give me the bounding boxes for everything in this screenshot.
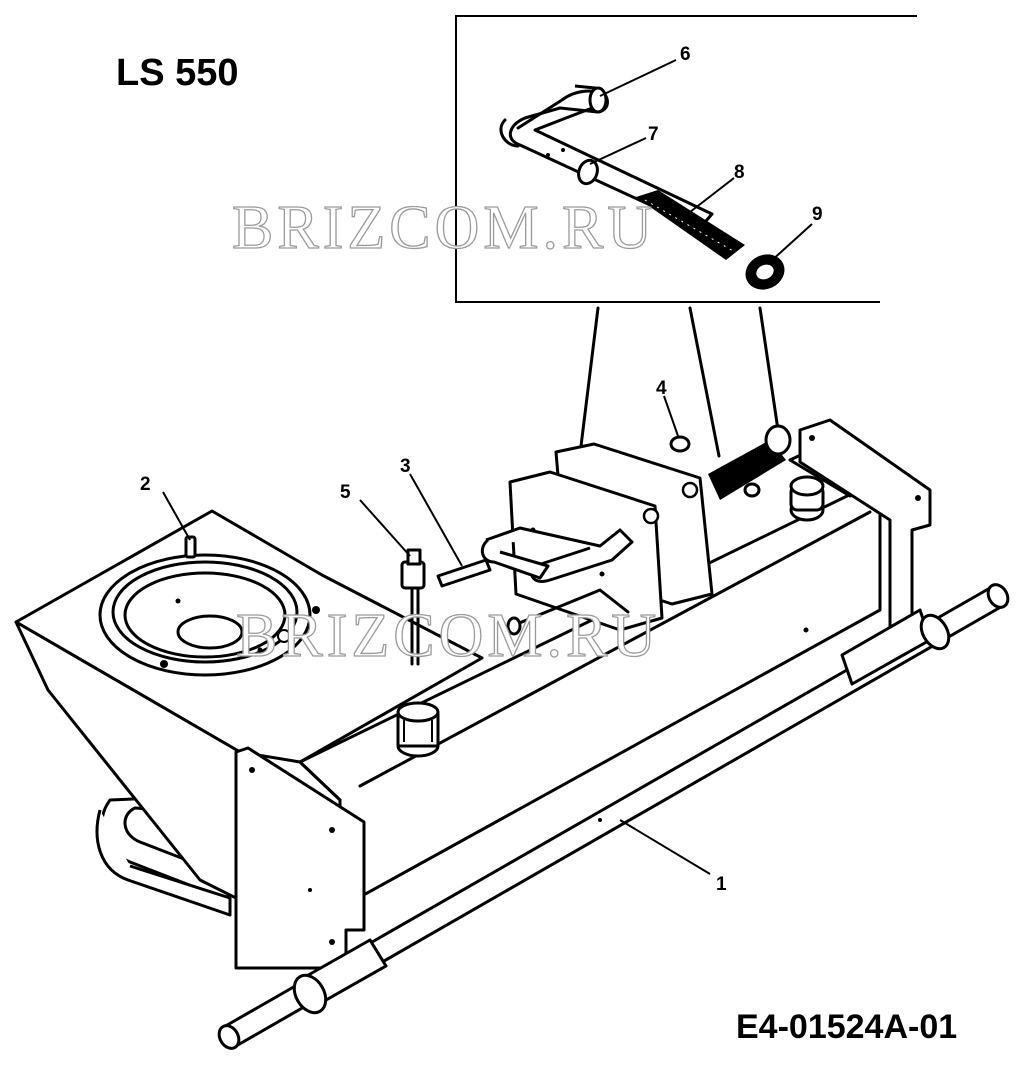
- watermark-middle: BRIZCOM.RU: [236, 602, 660, 670]
- callout-2: 2: [140, 474, 151, 495]
- threaded-spring: [636, 190, 745, 260]
- reference-code: E4-01524A-01: [736, 1008, 958, 1046]
- model-label: LS 550: [116, 52, 239, 94]
- fitting: [396, 701, 440, 758]
- hopper-front: [14, 620, 242, 902]
- left-bracket: [234, 746, 366, 970]
- callout-4: 4: [656, 378, 667, 399]
- inset-frame: [455, 15, 917, 303]
- main-assembly: [14, 418, 1010, 1050]
- detail-inset: [455, 15, 917, 303]
- spreader-disc: [98, 553, 320, 677]
- callout-7: 7: [648, 124, 659, 145]
- callout-1: 1: [716, 874, 727, 895]
- right-bracket: [798, 418, 932, 648]
- nut-9: [745, 254, 785, 290]
- callout-5: 5: [340, 482, 351, 503]
- watermark-top: BRIZCOM.RU: [232, 194, 656, 262]
- callout-labels: 1 2 3 4 5 6 7 8 9: [140, 44, 823, 895]
- pin-2: [184, 535, 197, 559]
- switch-5: [400, 560, 426, 590]
- callout-3: 3: [400, 456, 411, 477]
- callout-9: 9: [812, 204, 823, 225]
- callout-6: 6: [680, 44, 691, 65]
- callout-8: 8: [734, 162, 745, 183]
- ring-7: [577, 158, 599, 186]
